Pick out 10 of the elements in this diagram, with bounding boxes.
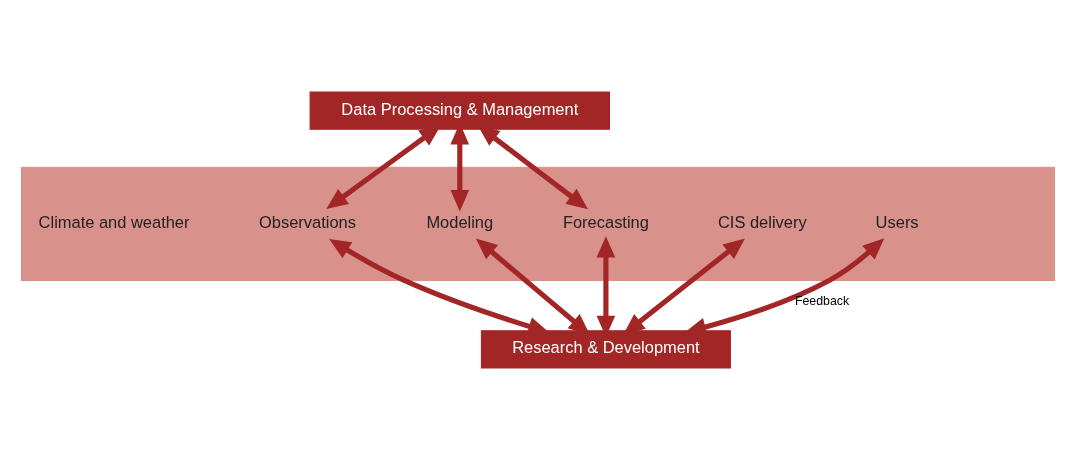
- node-text: Modeling: [426, 212, 494, 231]
- node-text: CIS delivery: [717, 212, 807, 231]
- cluster: [20, 166, 1056, 281]
- node-text: Climate and weather: [38, 212, 190, 231]
- node-text: Observations: [259, 212, 356, 231]
- edge-label: Feedback: [794, 293, 850, 308]
- node-box: Research & Development: [480, 329, 731, 368]
- node-text: Forecasting: [562, 212, 649, 231]
- node-text: Users: [875, 212, 919, 231]
- node-box: Data Processing & Management: [309, 91, 611, 130]
